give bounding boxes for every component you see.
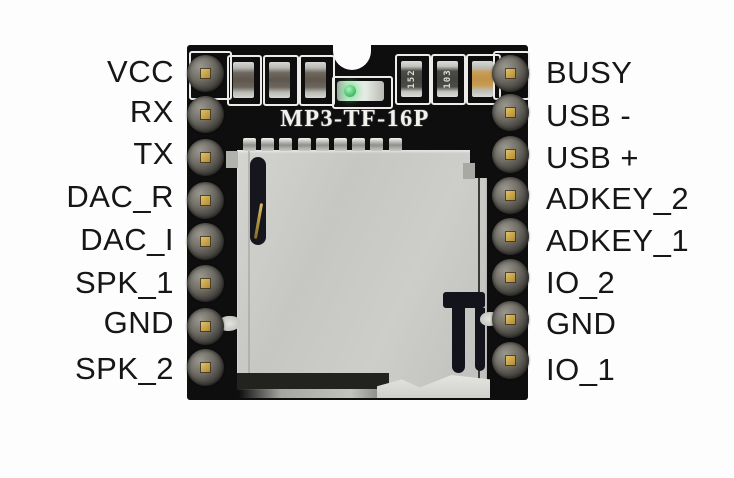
silkscreen-box [332,76,393,109]
pin-right-gnd [491,300,529,338]
card-contact-pad [388,138,402,151]
smd-resistor-body: 152 [401,61,422,97]
lever-spring-wire [253,203,264,239]
resistor-marking: 152 [406,69,417,89]
slot-side-tab [226,151,238,168]
pin-label-right-usb-plus: USB + [546,140,639,175]
pin-left-rx [186,95,224,133]
pin-right-adkey-2 [491,176,529,214]
status-led [337,81,384,101]
pin-right-usb-plus [491,135,529,173]
pin-label-right-busy: BUSY [546,55,633,90]
smd-capacitor [263,55,299,106]
card-contact-pad [334,138,347,151]
pin-label-left-gnd: GND [103,305,174,340]
resistor-marking: 103 [442,69,453,89]
slot-right-rail [478,178,480,388]
smd-capacitor [299,55,335,106]
card-detect-lever [250,157,266,245]
card-contact-pad [243,138,256,151]
smd-resistor-152: 152 [395,54,431,105]
card-contact-pad [352,138,366,151]
pin-right-adkey-1 [491,217,529,255]
pin-left-spk-1 [186,264,224,302]
pin-right-io-1 [491,341,529,379]
slot-front-lip [239,389,379,398]
pin-label-left-rx: RX [129,94,174,129]
card-contact-pad [315,138,329,151]
led-glow [344,85,356,97]
smd-capacitor [227,55,262,106]
pin-left-spk-2 [186,348,224,386]
card-contact-pad [370,138,384,151]
slot-corner-tab [463,163,475,179]
pin-label-right-io-1: IO_1 [546,352,616,387]
smd-capacitor-body [472,61,493,97]
smd-capacitor-body [305,62,326,98]
pin-label-right-io-2: IO_2 [546,265,616,300]
pin-left-dac-i [186,222,224,260]
pin-right-busy [491,54,529,92]
solder-blob [218,316,240,331]
microsd-card-slot [237,150,487,390]
pin-label-right-adkey-2: ADKEY_2 [546,181,690,216]
pin-left-gnd [186,307,224,345]
pin-label-left-dac-i: DAC_I [80,222,174,257]
eject-lever [475,308,485,371]
card-contact-pad [261,138,275,151]
pcb-board: 152 103 MP3-TF-16P [186,45,530,400]
pin-label-left-vcc: VCC [107,54,174,89]
smd-resistor-body: 103 [437,61,458,97]
smd-capacitor-body [233,62,254,98]
slot-left-rail [248,150,250,382]
pin-left-tx [186,138,224,176]
smd-resistor-103: 103 [431,54,466,105]
pin-label-left-spk-2: SPK_2 [74,351,174,386]
card-contact-pad [279,138,293,151]
pin-right-usb-minus [491,93,529,131]
slot-bottom-shadow [237,373,389,390]
board-notch [333,45,371,70]
pin-label-right-usb-minus: USB - [546,98,632,133]
eject-lever [452,292,465,373]
card-contact-pad [297,138,311,151]
pin-label-right-gnd: GND [546,306,617,341]
pin-label-right-adkey-1: ADKEY_1 [546,223,690,258]
pin-left-dac-r [186,181,224,219]
pin-label-left-tx: TX [133,136,174,171]
pin-label-left-dac-r: DAC_R [66,179,174,214]
pin-left-vcc [186,54,224,92]
pin-label-left-spk-1: SPK_1 [74,265,174,300]
pin-right-io-2 [491,258,529,296]
smd-capacitor-body [269,62,290,98]
silkscreen-label: MP3-TF-16P [280,106,430,132]
